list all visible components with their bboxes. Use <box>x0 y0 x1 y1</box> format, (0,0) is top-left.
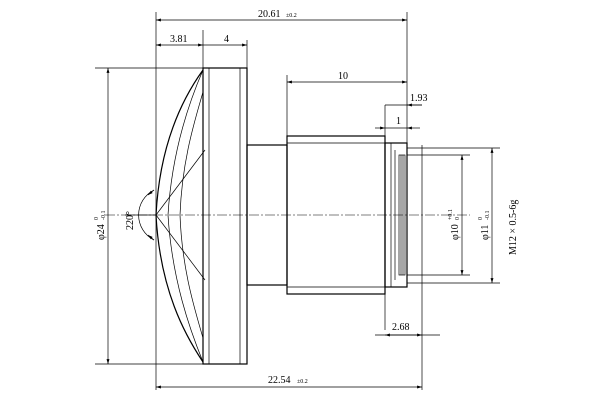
dim-back: 2.68 <box>375 322 440 337</box>
dia-flange-tol-upper: 0 <box>94 217 100 220</box>
dia-mid-tol-lower: -0.1 <box>485 211 491 221</box>
dim-barrel-len: 10 <box>338 71 348 82</box>
dim-overall-bottom-tol: ±0.2 <box>297 379 308 385</box>
dim-thread: 1.93 <box>384 93 428 136</box>
dim-thread-len: 1.93 <box>410 93 428 104</box>
dim-barrel: 10 <box>287 71 407 84</box>
dim-overall-top-tol: ±0.2 <box>286 13 297 19</box>
dim-flange-a: 3.81 <box>170 34 188 45</box>
dim-flange-b: 4 <box>224 34 229 45</box>
dia-flange-value: φ24 <box>96 224 107 240</box>
thread-callout: M12 × 0.5-6g <box>508 200 519 255</box>
dim-overall-bottom: 22.54 ±0.2 <box>156 375 422 389</box>
extension-lines <box>95 12 500 390</box>
dia-mid-tol-upper: 0 <box>478 217 484 220</box>
angle-label: 220° <box>125 211 136 230</box>
dia-inner-tol-upper: +0.1 <box>448 209 454 220</box>
dome-element <box>125 69 206 363</box>
dim-dia-inner: φ10 +0.1 0 <box>448 155 464 275</box>
dim-dia-mid: φ11 0 -0.1 <box>478 148 494 283</box>
dia-flange-tol-lower: -0.1 <box>101 211 107 221</box>
dia-mid-value: φ11 <box>480 225 491 240</box>
dim-overall-bottom-value: 22.54 <box>268 375 291 386</box>
dim-step: 1 <box>375 116 420 130</box>
dia-inner-value: φ10 <box>450 224 461 240</box>
dim-overall-top: 20.61 ±0.2 <box>156 9 407 22</box>
dim-overall-top-value: 20.61 <box>258 9 281 20</box>
dim-dia-flange: φ24 0 -0.1 <box>94 68 110 364</box>
dim-step-value: 1 <box>396 116 401 127</box>
thread-section <box>384 142 408 288</box>
dim-back-value: 2.68 <box>392 322 410 333</box>
flange <box>202 67 248 365</box>
dim-flange: 3.81 4 <box>156 34 248 68</box>
dia-inner-tol-lower: 0 <box>455 217 461 220</box>
